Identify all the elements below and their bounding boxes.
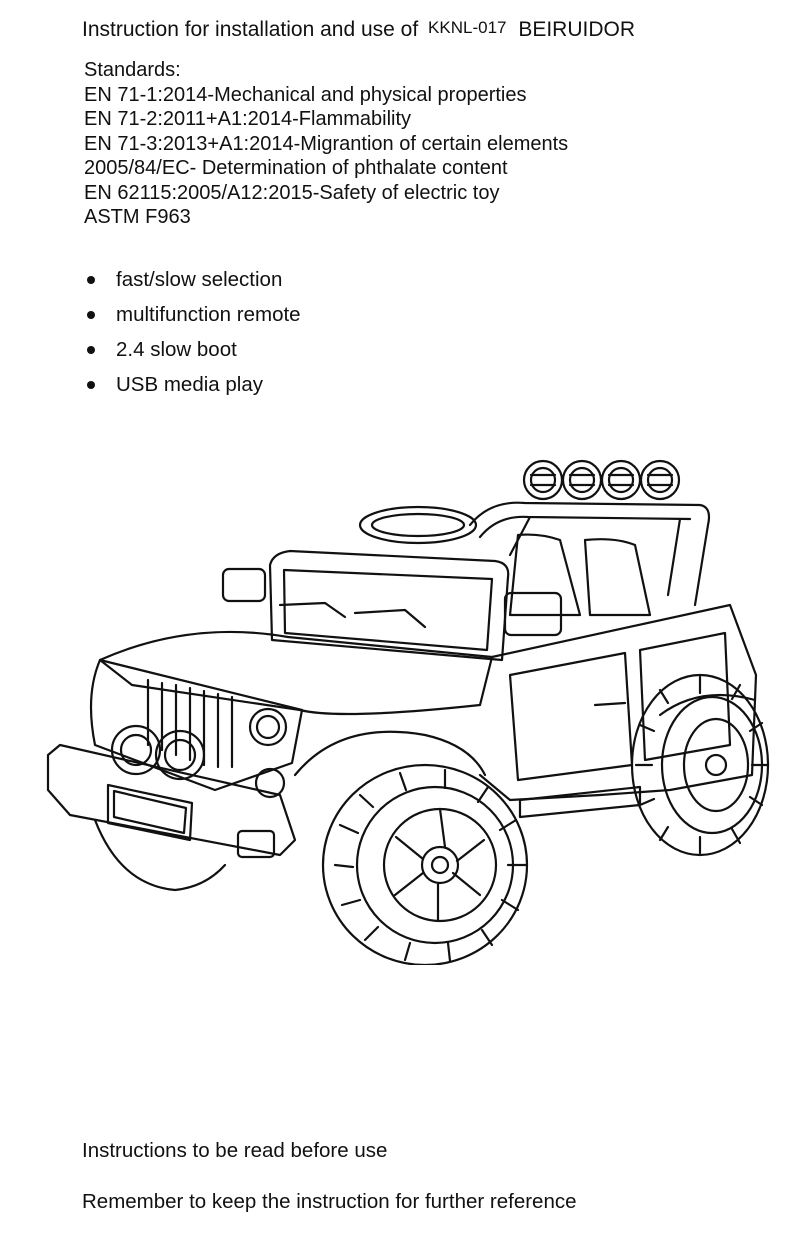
toy-jeep-illustration	[46, 459, 770, 965]
standards-heading: Standards:	[84, 59, 181, 81]
feature-label: USB media play	[116, 372, 263, 396]
feature-label: multifunction remote	[116, 302, 301, 326]
rear-wheel	[630, 673, 770, 857]
bullet-icon	[87, 380, 95, 389]
standards-section: Standards: EN 71-1:2014-Mechanical and p…	[84, 58, 568, 230]
bullet-icon	[87, 275, 95, 284]
standard-item: EN 71-3:2013+A1:2014-Migrantion of certa…	[84, 132, 569, 155]
feature-label: fast/slow selection	[116, 267, 283, 291]
standard-item: EN 62115:2005/A12:2015-Safety of electri…	[84, 181, 500, 204]
standard-item: 2005/84/EC- Determination of phthalate c…	[84, 157, 508, 179]
feature-label: 2.4 slow boot	[116, 337, 237, 361]
features-list: fast/slow selection multifunction remote…	[84, 262, 301, 402]
footer-read-note: Instructions to be read before use	[82, 1139, 388, 1162]
document-title: Instruction for installation and use of …	[82, 18, 635, 42]
standard-item: ASTM F963	[84, 206, 191, 228]
front-wheel	[321, 763, 529, 965]
feature-item: fast/slow selection	[84, 262, 301, 297]
model-number: KKNL-017	[428, 18, 507, 37]
bullet-icon	[87, 310, 95, 319]
standard-item: EN 71-2:2011+A1:2014-Flammability	[84, 108, 412, 130]
bullet-icon	[87, 345, 95, 354]
brand-name: BEIRUIDOR	[518, 18, 636, 41]
standard-item: EN 71-1:2014-Mechanical and physical pro…	[84, 83, 527, 106]
roof-lights	[522, 459, 681, 501]
feature-item: multifunction remote	[84, 297, 301, 332]
title-prefix: Instruction for installation and use of	[82, 18, 419, 41]
feature-item: USB media play	[84, 367, 301, 402]
footer-keep-note: Remember to keep the instruction for fur…	[82, 1190, 577, 1213]
feature-item: 2.4 slow boot	[84, 332, 301, 367]
